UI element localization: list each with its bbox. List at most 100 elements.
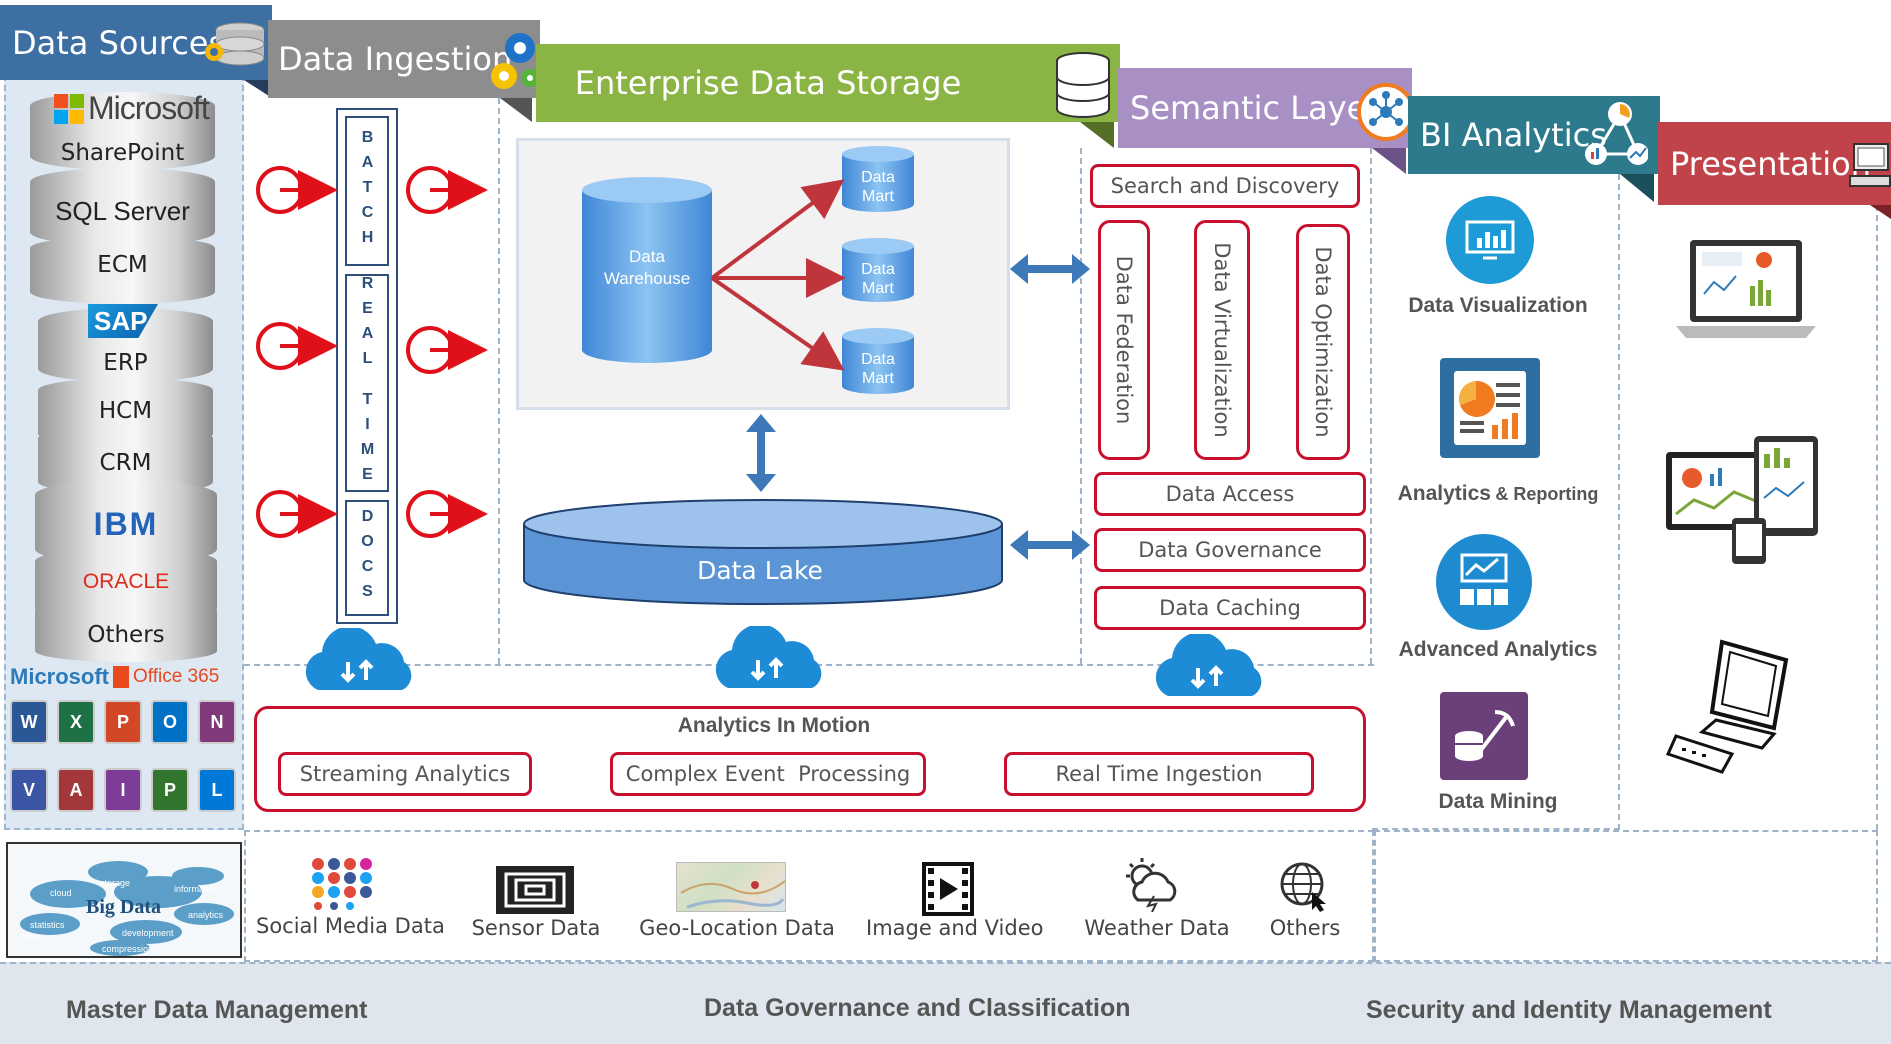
feeds-right-panel — [1374, 830, 1878, 962]
header-fold — [244, 80, 272, 98]
streaming-analytics-box: Streaming Analytics — [278, 752, 532, 796]
data-lake-cylinder — [523, 499, 1003, 605]
reporting-label: & Reporting — [1495, 484, 1599, 504]
big-data-tag: analytics — [188, 910, 224, 920]
header-enterprise-storage: Enterprise Data Storage — [536, 44, 1120, 122]
project-icon: P — [151, 768, 189, 812]
image-video-label: Image and Video — [866, 916, 1044, 940]
sensor-icon — [494, 864, 576, 921]
realtime-label-bottom: TIME — [359, 391, 376, 491]
arrow-target-icon — [256, 490, 338, 538]
arrow-target-icon — [256, 322, 338, 370]
social-media-icon — [310, 856, 376, 915]
header-fold — [1870, 205, 1891, 219]
hcm-label: HCM — [98, 398, 153, 424]
powerpoint-icon: P — [104, 700, 142, 744]
mart-cylinder — [842, 238, 914, 302]
database-icon — [1054, 52, 1112, 123]
microsoft-label: Microsoft — [88, 90, 210, 126]
excel-icon: X — [57, 700, 95, 744]
access-icon: A — [57, 768, 95, 812]
bi-panel — [1372, 174, 1620, 830]
data-virtualization-label: Data Virtualization — [1210, 242, 1234, 438]
office-microsoft-label: Microsoft — [10, 664, 109, 689]
header-fold — [1372, 148, 1406, 174]
windows-icon — [54, 93, 84, 124]
big-data-image: Big Data storage cloud statistics analyt… — [6, 842, 242, 958]
storage-semantic-arrow — [1010, 254, 1090, 284]
data-optimization-box: Data Optimization — [1296, 224, 1350, 460]
report-icon — [1440, 358, 1540, 458]
docs-box: DOCS — [345, 500, 389, 616]
warehouse-cylinder — [582, 177, 712, 363]
header-fold — [1620, 174, 1654, 202]
onenote-icon: N — [198, 700, 236, 744]
ingestion-column — [336, 108, 398, 624]
mart-cylinder — [842, 146, 914, 212]
big-data-title: Big Data — [86, 896, 161, 918]
advanced-analytics-icon — [1436, 534, 1532, 630]
feeds-panel — [244, 830, 1374, 962]
network-hub-icon — [1356, 82, 1416, 147]
data-virtualization-box: Data Virtualization — [1194, 220, 1250, 460]
advanced-analytics-label: Advanced Analytics — [1398, 638, 1598, 661]
video-icon — [922, 862, 974, 921]
data-federation-label: Data Federation — [1112, 255, 1136, 425]
header-data-ingestion: Data Ingestion — [268, 20, 540, 98]
visualization-icon — [1446, 196, 1534, 284]
others-feed-label: Others — [1269, 916, 1341, 940]
analytics-in-motion-title: Analytics In Motion — [677, 714, 871, 737]
ibm-disk-top: IBM — [35, 480, 217, 564]
word-icon: W — [10, 700, 48, 744]
batch-label: BATCH — [359, 128, 376, 254]
laptop-icon — [1676, 236, 1816, 353]
big-data-tag: information — [174, 884, 219, 894]
social-media-label: Social Media Data — [256, 914, 445, 938]
analytics-in-motion-box — [254, 706, 1366, 812]
header-semantic-layer: Semantic Layer — [1118, 68, 1412, 148]
warehouse-lake-arrow — [746, 414, 776, 492]
ecm-label: ECM — [97, 252, 148, 278]
visio-icon: V — [10, 768, 48, 812]
oracle-label: ORACLE — [82, 570, 170, 593]
warehouse-label: Data Warehouse — [603, 247, 691, 288]
microsoft-disk-mid: SQL Server — [30, 168, 215, 246]
mart-label: Data Mart — [861, 261, 895, 297]
data-optimization-label: Data Optimization — [1311, 246, 1335, 438]
ibm-disk-bottom: Others — [35, 600, 217, 662]
ibm-label: IBM — [93, 506, 159, 542]
microsoft-logo: Microsoft — [54, 90, 210, 127]
data-caching-box: Data Caching — [1094, 586, 1366, 630]
lake-semantic-arrow — [1010, 530, 1090, 560]
realtime-box: REAL TIME — [345, 274, 389, 492]
header-fold — [1080, 122, 1114, 148]
big-data-tag: cloud — [50, 888, 72, 898]
globe-icon — [1278, 860, 1330, 919]
data-federation-box: Data Federation — [1098, 220, 1150, 460]
header-presentation: Presentation — [1658, 122, 1891, 205]
infopath-icon: I — [104, 768, 142, 812]
cloud-sync-icon — [296, 626, 422, 697]
header-fold — [500, 98, 532, 122]
arrow-target-icon — [406, 326, 488, 374]
devices-icon — [1664, 434, 1824, 569]
big-data-tag: storage — [100, 878, 131, 888]
weather-icon — [1120, 856, 1182, 917]
geo-map-icon — [676, 862, 786, 912]
cloud-sync-icon — [706, 624, 832, 695]
data-access-box: Data Access — [1094, 472, 1366, 516]
mart-label: Data Mart — [861, 169, 895, 205]
weather-data-label: Weather Data — [1084, 916, 1230, 940]
presentation-panel — [1620, 205, 1878, 830]
outlook-icon: O — [151, 700, 189, 744]
complex-event-processing-box: Complex Event Processing — [610, 752, 926, 796]
master-data-management-label: Master Data Management — [66, 996, 368, 1024]
database-gear-icon — [200, 18, 268, 75]
data-visualization-label: Data Visualization — [1408, 294, 1588, 317]
office-365-logo: Microsoft Office 365 — [10, 664, 219, 690]
mart-arrows — [710, 179, 846, 371]
office-icon — [113, 666, 129, 688]
ingestion-arrows — [256, 166, 488, 538]
big-data-tag: compression — [102, 944, 154, 954]
others-label: Others — [87, 622, 165, 648]
